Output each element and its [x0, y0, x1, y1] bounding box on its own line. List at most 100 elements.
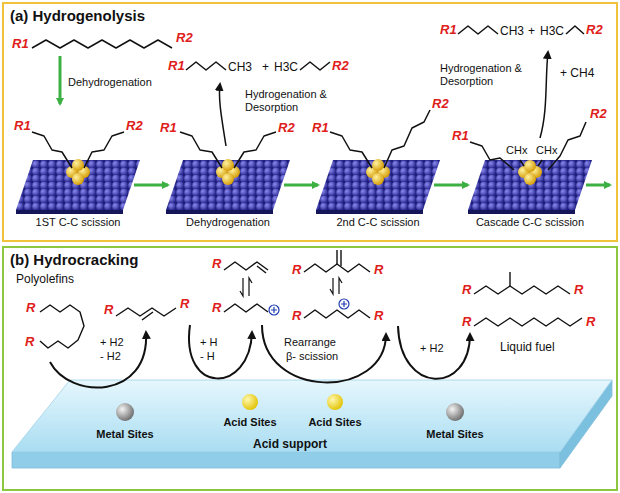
acid-support-slab [12, 452, 560, 468]
metal-cluster [72, 159, 84, 171]
formula-label: + CH4 [560, 66, 594, 80]
step-label: 1ST C-C scission [36, 216, 121, 229]
desorption-arrow [540, 52, 548, 138]
step-label: Rearrange [284, 336, 336, 349]
reaction-arc [189, 325, 252, 378]
metal-cluster [222, 159, 234, 171]
step-label: CHx [536, 144, 557, 157]
carbocation-symbol [269, 305, 279, 315]
carbon-chain [186, 62, 226, 70]
group-label: R2 [176, 30, 193, 46]
group-label: R [292, 262, 301, 278]
group-label: R [180, 296, 189, 312]
site-label: Acid Sites [223, 416, 276, 429]
metal-cluster [222, 173, 234, 185]
panel-frame: (a) Hydrogenolysis [2, 2, 618, 242]
process-arrow [60, 56, 610, 185]
step-label: Hydrogenation & Desorption [245, 88, 337, 114]
carbocation-symbol [341, 301, 347, 307]
catalyst-surface [316, 160, 440, 210]
group-label: R [104, 302, 113, 318]
catalyst-surface [16, 160, 140, 210]
group-label: R2 [332, 58, 349, 74]
molecule [509, 272, 510, 286]
process-arrow [586, 184, 610, 187]
group-label: R2 [586, 22, 603, 38]
desorption-arrow [219, 52, 548, 146]
site-sphere [116, 394, 464, 421]
group-label: R [374, 262, 383, 278]
molecule [142, 312, 153, 320]
molecule [116, 308, 176, 316]
step-label: - H [200, 350, 215, 363]
carbon-chain [32, 40, 172, 48]
group-label: R [586, 314, 595, 330]
molecule [304, 264, 370, 272]
catalyst-surface [166, 160, 290, 210]
step-label: + H2 [100, 336, 124, 349]
carbocation-symbol [339, 299, 349, 309]
acid-support-slab [12, 380, 612, 468]
equilibrium-arrow [240, 278, 342, 296]
carbon-chain [300, 62, 330, 70]
process-arrow [284, 184, 318, 187]
carbon-chain [180, 132, 222, 168]
group-label: R2 [126, 118, 143, 134]
group-label: R1 [440, 22, 457, 38]
step-label: CHx [506, 144, 527, 157]
formula-label: + [262, 60, 269, 74]
group-label: R2 [590, 106, 607, 122]
group-label: R2 [432, 96, 449, 112]
formula-label: + [528, 24, 535, 38]
site-label: Acid Sites [308, 416, 361, 429]
group-label: R1 [168, 58, 185, 74]
site-label: Metal Sites [96, 428, 153, 441]
carbocation-symbol [271, 307, 277, 313]
carbon-chain [84, 132, 124, 168]
carbon-chain [538, 160, 542, 166]
process-arrow [134, 184, 168, 187]
molecule [224, 304, 268, 312]
group-label: R1 [160, 120, 177, 136]
molecule [304, 310, 370, 318]
formula-label: CH3 [500, 24, 524, 38]
carbon-chain [520, 160, 524, 166]
group-label: R [26, 300, 35, 316]
molecule [40, 305, 84, 348]
process-arrow [434, 184, 468, 187]
site-sphere [327, 394, 343, 410]
molecule [257, 266, 266, 273]
molecule [474, 286, 570, 294]
metal-cluster [372, 159, 384, 171]
group-label: R [462, 282, 471, 298]
site-sphere [446, 403, 464, 421]
site-sphere [116, 403, 134, 421]
desorption-arrow [219, 84, 226, 146]
group-label: R [212, 256, 221, 272]
process-arrow [59, 56, 62, 104]
carbon-chain [566, 26, 584, 34]
step-label: Dehydrogenation [186, 216, 270, 229]
carbon-chain [458, 26, 498, 34]
group-label: R1 [12, 36, 29, 52]
metal-cluster [524, 160, 536, 172]
formula-label: Liquid fuel [500, 340, 555, 354]
formula-label: H3C [540, 24, 564, 38]
equilibrium-arrow [339, 278, 342, 294]
equilibrium-arrow [240, 278, 243, 296]
step-label: - H2 [100, 350, 121, 363]
molecule [337, 250, 341, 266]
site-sphere [242, 394, 258, 410]
equilibrium-arrow [330, 278, 333, 294]
catalyst-surface [316, 210, 423, 214]
step-label: Hydrogenation & Desorption [440, 62, 532, 88]
catalyst-surface [16, 160, 592, 214]
catalyst-surface [16, 210, 123, 214]
panel-title: (a) Hydrogenolysis [10, 7, 145, 24]
reaction-arc [262, 325, 386, 382]
formula-label: H3C [274, 60, 298, 74]
group-label: R [374, 308, 383, 324]
group-label: R2 [278, 120, 295, 136]
equilibrium-arrow [249, 278, 252, 296]
